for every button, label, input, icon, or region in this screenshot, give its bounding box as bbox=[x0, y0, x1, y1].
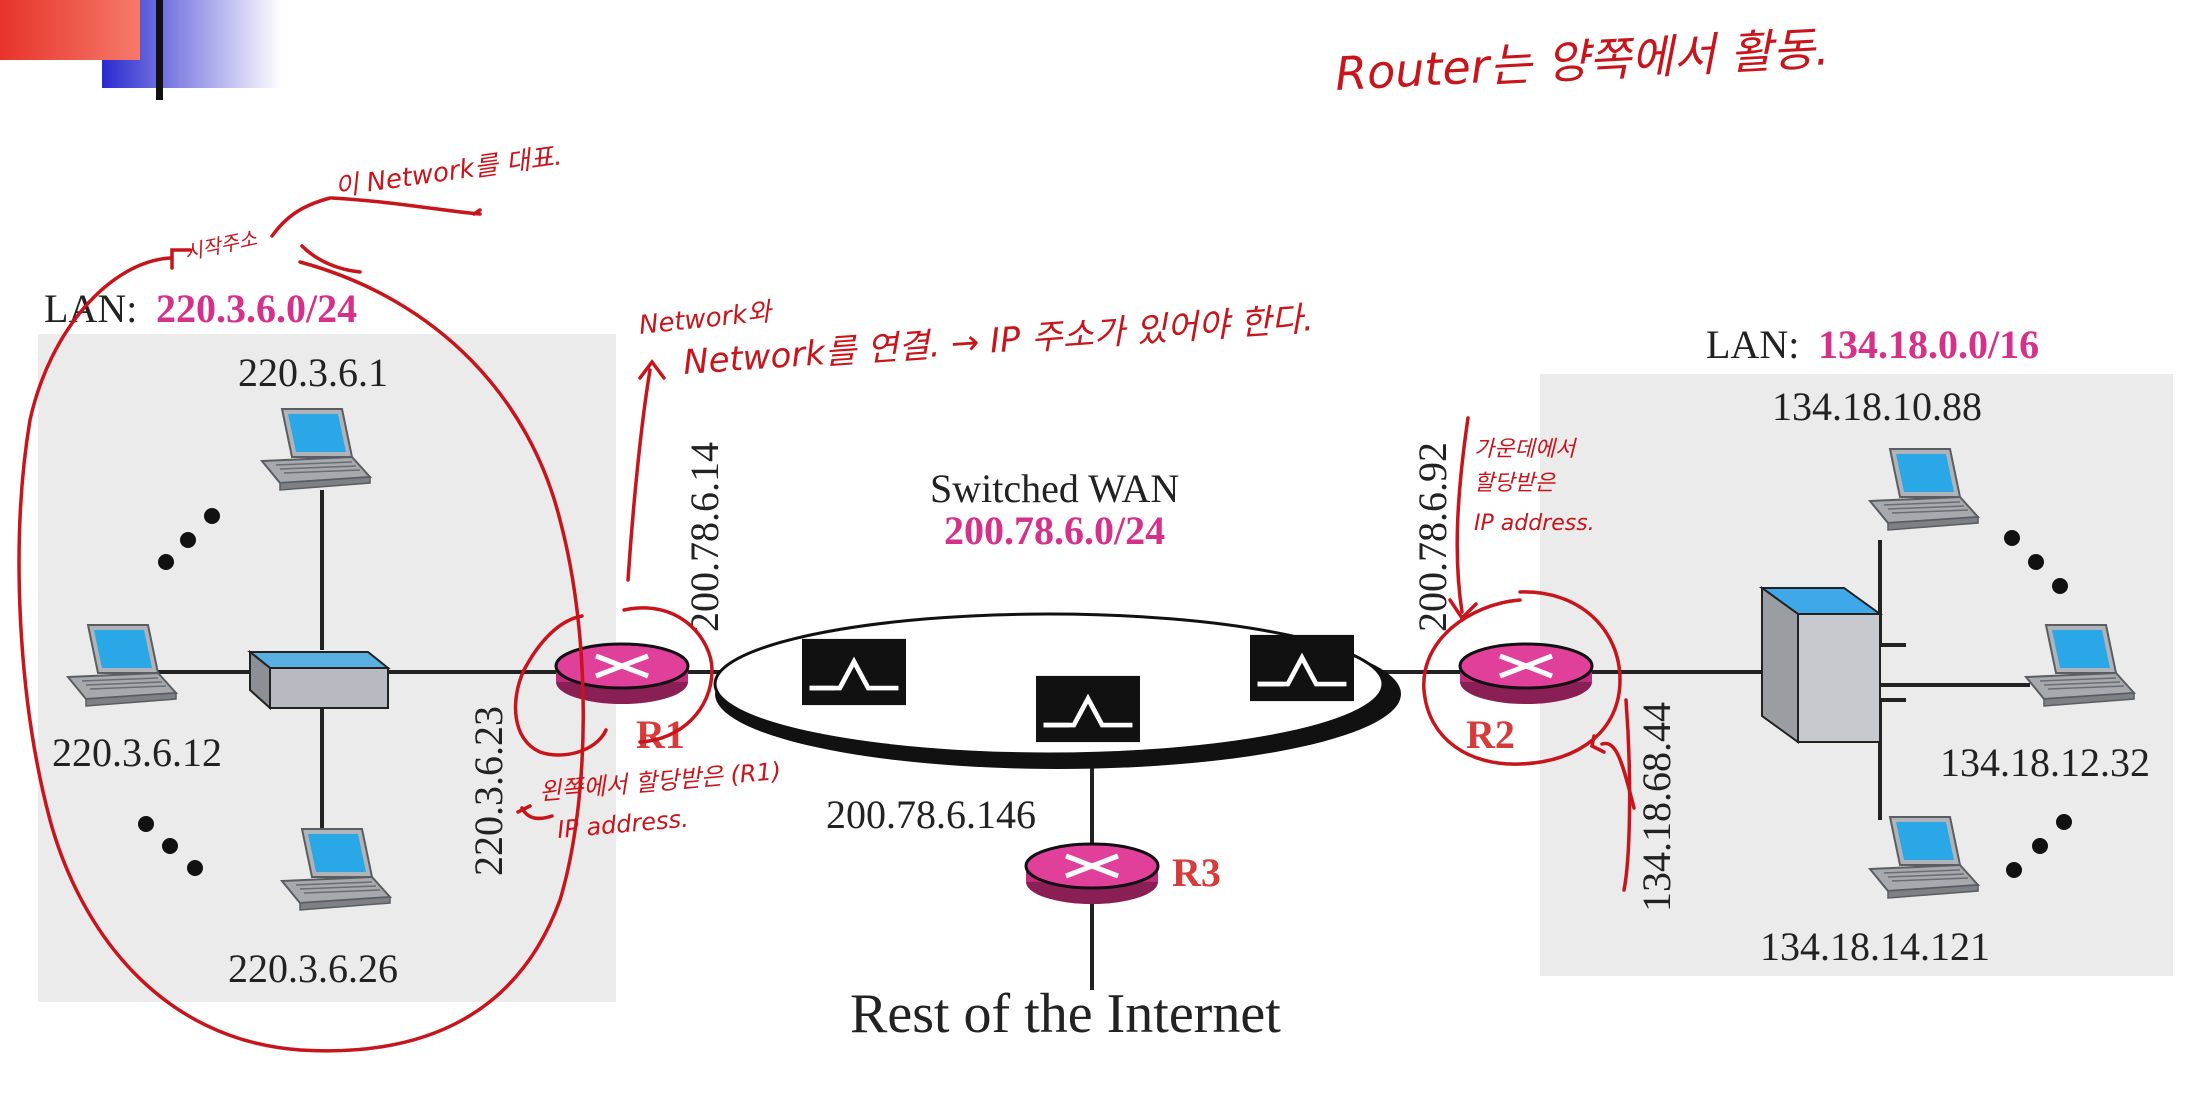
host-label-134-18-10-88: 134.18.10.88 bbox=[1772, 384, 1982, 429]
r1-left-interface-label: 220.3.6.23 bbox=[466, 706, 511, 876]
annotation-r2-note-line2: 할당받은 bbox=[1474, 471, 1557, 496]
slide-corner-decoration bbox=[0, 0, 282, 100]
annotation-start-address: 시작주소 bbox=[182, 226, 260, 265]
router-r1-icon bbox=[554, 642, 690, 704]
host-label-220-3-6-26: 220.3.6.26 bbox=[228, 946, 398, 991]
host-label-134-18-12-32: 134.18.12.32 bbox=[1940, 740, 2150, 785]
right-lan-network: 134.18.0.0/16 bbox=[1818, 322, 2039, 367]
handwritten-ink-strokes bbox=[17, 196, 1636, 1053]
r3-wan-interface-label: 200.78.6.146 bbox=[826, 792, 1036, 837]
wan-switch-center-icon bbox=[1036, 676, 1140, 742]
r2-wan-interface-label: 200.78.6.92 bbox=[1410, 442, 1455, 632]
wan-network: 200.78.6.0/24 bbox=[944, 508, 1165, 553]
annotation-top-note: Router는 양쪽에서 활동. bbox=[1334, 21, 1831, 101]
host-label-220-3-6-1: 220.3.6.1 bbox=[238, 350, 388, 395]
router-r1-label: R1 bbox=[636, 712, 685, 757]
host-label-134-18-14-121: 134.18.14.121 bbox=[1760, 924, 1990, 969]
router-r3-icon bbox=[1024, 842, 1160, 904]
annotation-r2-note-line1: 가운데에서 bbox=[1474, 437, 1578, 462]
annotation-network-note-line2: Network를 연결. → IP 주소가 있어야 한다. bbox=[682, 299, 1315, 383]
annotation-left-top-note: 이 Network를 대표. bbox=[333, 141, 564, 203]
left-lan-switch-icon bbox=[247, 649, 391, 711]
internet-label: Rest of the Internet bbox=[850, 983, 1281, 1045]
r2-right-interface-label: 134.18.68.44 bbox=[1634, 702, 1679, 912]
right-lan-switch-icon bbox=[1758, 586, 1884, 744]
annotation-network-note-line1: Network와 bbox=[638, 297, 776, 341]
more-hosts-dots bbox=[138, 508, 2072, 878]
right-lan-label-prefix: LAN: bbox=[1706, 322, 1799, 367]
router-r2-icon bbox=[1458, 642, 1594, 704]
annotation-r2-note-line3: IP address. bbox=[1474, 511, 1595, 536]
r1-wan-interface-label: 200.78.6.14 bbox=[682, 442, 727, 632]
wan-title: Switched WAN bbox=[930, 466, 1179, 511]
router-r2-label: R2 bbox=[1466, 712, 1515, 757]
router-r3-label: R3 bbox=[1172, 850, 1221, 895]
wan-switch-left-icon bbox=[802, 639, 906, 705]
switched-wan-cloud bbox=[713, 612, 1401, 769]
wan-switch-right-icon bbox=[1250, 635, 1354, 701]
host-label-220-3-6-12: 220.3.6.12 bbox=[52, 730, 222, 775]
left-lan-network: 220.3.6.0/24 bbox=[156, 286, 357, 331]
left-lan-label-prefix: LAN: bbox=[44, 286, 137, 331]
